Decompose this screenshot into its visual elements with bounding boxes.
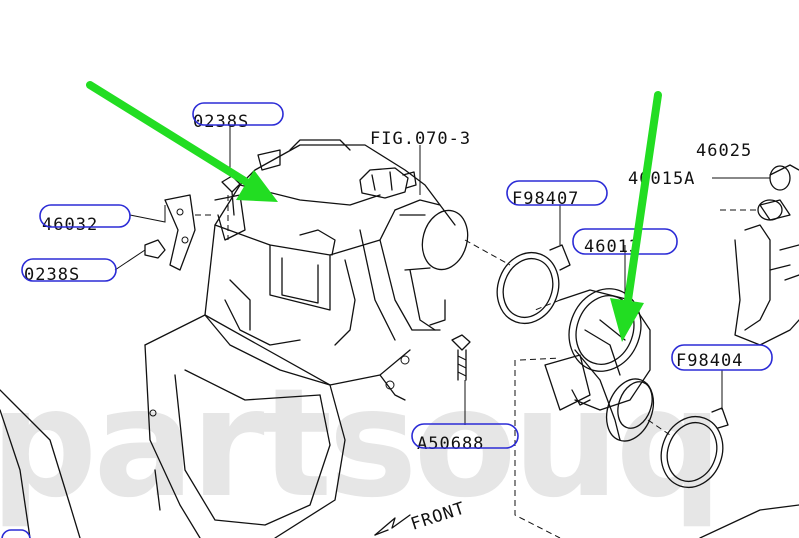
front-arrow-icon (374, 514, 411, 536)
highlight-ovals (1, 102, 773, 538)
duct-outline (514, 357, 799, 538)
highlight-partial (1, 529, 31, 538)
label-fig-070-3: FIG.070-3 (370, 129, 471, 149)
highlight-f98407[interactable] (506, 180, 608, 206)
hose-46015a (734, 224, 799, 346)
arrow-left (86, 81, 252, 187)
bolt-a50688 (451, 334, 471, 381)
intake-housing (204, 139, 469, 401)
label-46015a: 46015A (628, 169, 695, 189)
highlight-0238s-top[interactable] (192, 102, 284, 126)
side-panel (0, 389, 81, 538)
highlight-46013[interactable] (572, 228, 678, 255)
highlight-46032[interactable] (39, 204, 131, 228)
highlight-a50688[interactable] (411, 423, 519, 449)
arrow-left-head (236, 170, 278, 202)
bolt-top (221, 175, 241, 240)
highlight-f98404[interactable] (671, 344, 773, 371)
arrow-right (624, 91, 662, 304)
label-f98407: F98407 (512, 189, 579, 209)
hose-clamp-f98407 (496, 244, 571, 325)
arrow-right-head (610, 298, 644, 342)
label-46025: 46025 (696, 141, 752, 161)
air-cleaner-case (144, 314, 346, 538)
bolt-left (144, 239, 166, 259)
label-0238s-top: 0238S (193, 112, 249, 132)
highlight-0238s-left[interactable] (21, 258, 117, 282)
label-a50688: A50688 (417, 434, 484, 454)
hose-clamp-f98404 (660, 407, 729, 489)
label-46013: 46013 (584, 237, 640, 257)
bracket-46032 (164, 194, 246, 271)
sensor-46025 (757, 164, 799, 221)
watermark-text: partsouq (0, 357, 719, 531)
label-0238s-left: 0238S (24, 265, 80, 285)
green-arrows (86, 81, 662, 342)
label-46032: 46032 (42, 215, 98, 235)
part-labels: 0238S FIG.070-3 46032 0238S F98407 46013… (24, 112, 752, 454)
label-f98404: F98404 (676, 351, 743, 371)
